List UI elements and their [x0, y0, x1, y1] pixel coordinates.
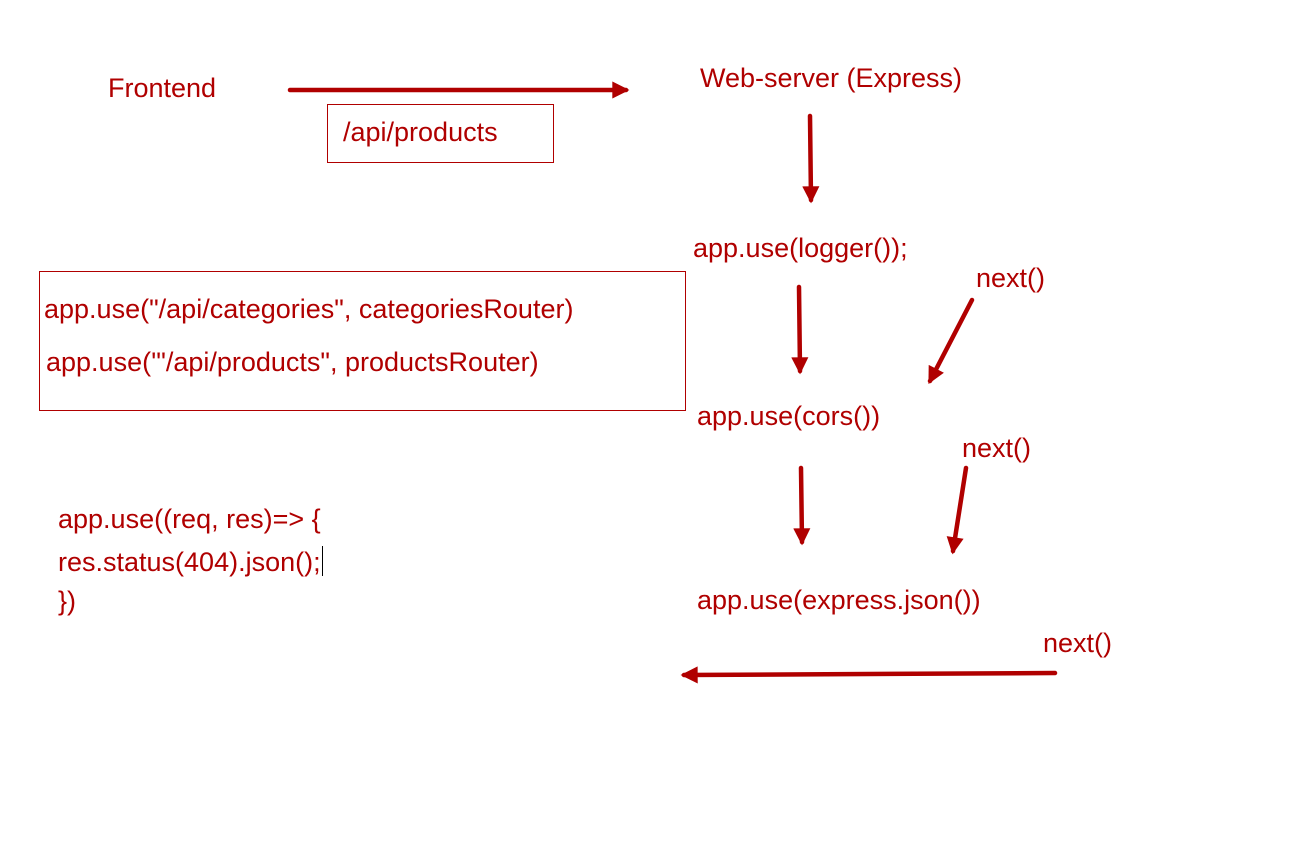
fallback-line-3: }) — [58, 586, 77, 616]
json-middleware: app.use(express.json()) — [697, 585, 981, 615]
cors-to-json-arrow — [793, 465, 811, 546]
routers-box — [39, 271, 686, 411]
logger-to-cors-arrow — [791, 284, 809, 375]
text-cursor — [321, 546, 323, 576]
fallback-line-2: res.status(404).json(); — [58, 546, 323, 576]
server-label: Web-server (Express) — [700, 63, 963, 93]
next-label-3: next() — [1043, 628, 1113, 658]
products-router-line: app.use('"/api/products", productsRouter… — [46, 347, 539, 377]
next-label-2: next() — [962, 433, 1032, 463]
next-1-arrow — [927, 297, 975, 385]
categories-router-line: app.use("/api/categories", categoriesRou… — [44, 294, 574, 324]
request-path-label: /api/products — [343, 117, 498, 147]
fallback-line-2-text: res.status(404).json(); — [58, 547, 321, 577]
return-arrow — [680, 666, 1058, 684]
server-to-logger-arrow — [802, 113, 820, 204]
fallback-line-1: app.use((req, res)=> { — [58, 504, 321, 534]
logger-middleware: app.use(logger()); — [693, 233, 908, 263]
cors-middleware: app.use(cors()) — [697, 401, 881, 431]
frontend-label: Frontend — [108, 73, 217, 103]
next-label-1: next() — [976, 263, 1046, 293]
request-path-box — [327, 104, 554, 163]
next-2-arrow — [946, 465, 969, 555]
